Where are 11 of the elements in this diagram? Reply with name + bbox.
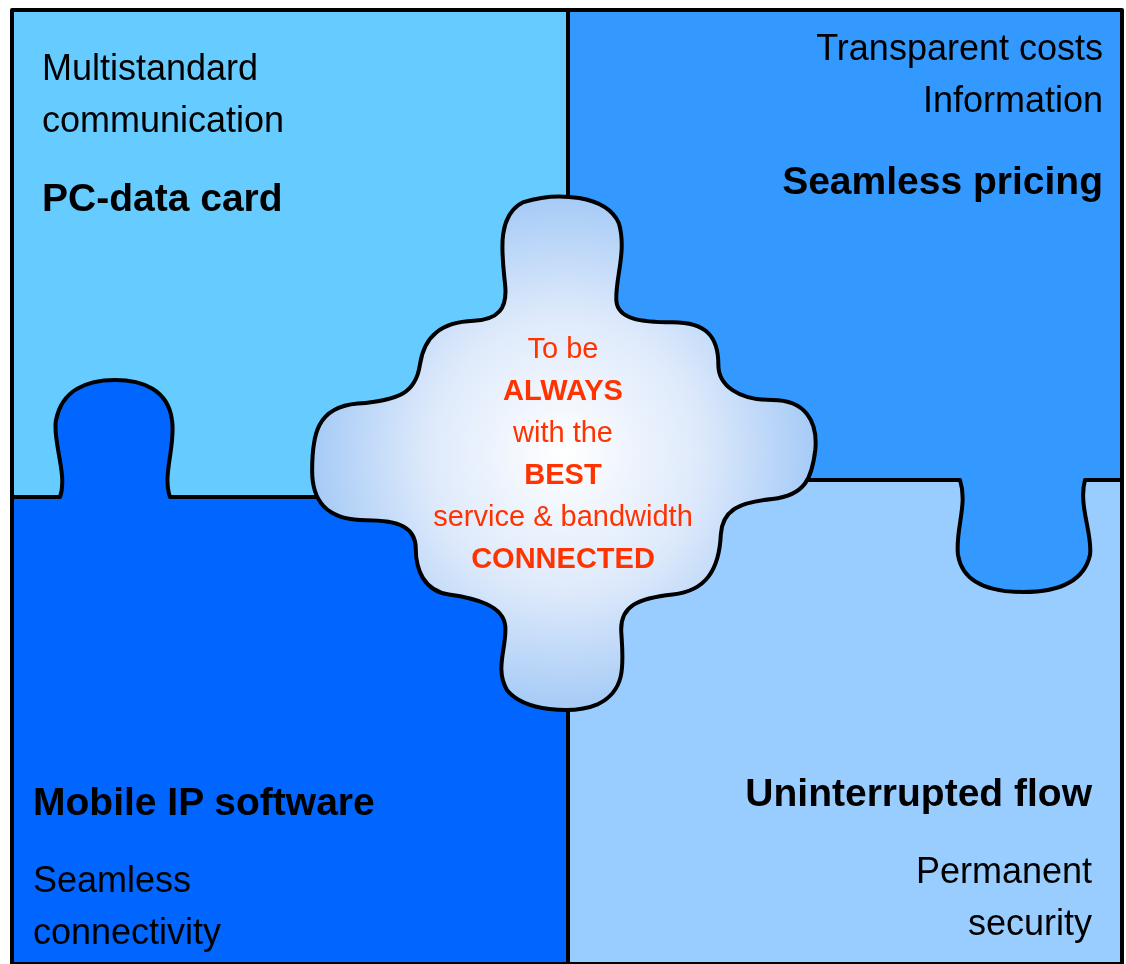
- puzzle-piece: [308, 195, 818, 715]
- piece-heading: Mobile IP software: [33, 779, 376, 825]
- piece-heading: Uninterrupted flow: [744, 770, 1092, 816]
- piece-heading: Seamless pricing: [781, 158, 1103, 204]
- piece-heading: PC-data card: [42, 175, 284, 221]
- piece-text: Permanent security: [914, 849, 1092, 945]
- slogan-text: To be ALWAYS with the BEST service & bandwidth CONNECTED: [432, 331, 694, 576]
- piece-text: Seamless connectivity: [33, 858, 223, 954]
- piece-text: Multistandard communication: [42, 46, 286, 142]
- piece-text: Information: [921, 78, 1103, 122]
- piece-text: Transparent costs: [815, 26, 1103, 70]
